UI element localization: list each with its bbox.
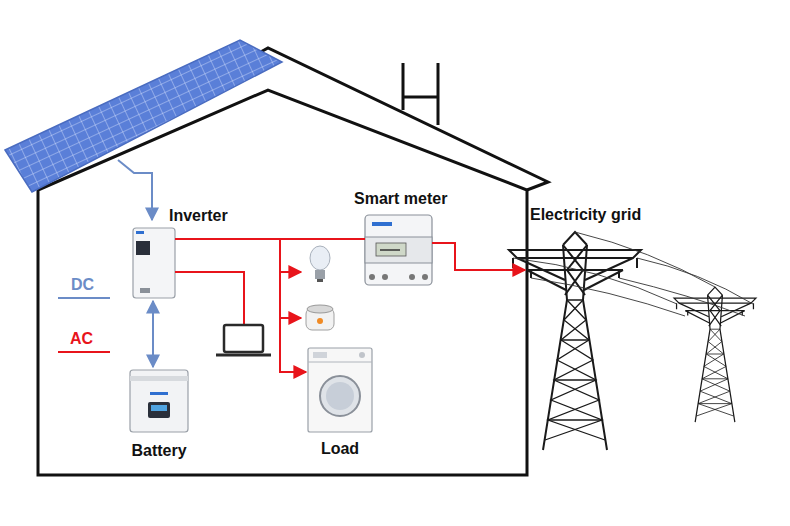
dc-line [118, 160, 152, 220]
connector [152, 301, 154, 367]
node-label: Load [321, 440, 359, 458]
bulb-icon [310, 246, 330, 282]
load-box: Load [308, 348, 372, 432]
inverter-box: Inverter [133, 228, 175, 298]
ac-branch [280, 272, 301, 318]
transmission-towers [509, 232, 756, 450]
inverter-device [133, 228, 175, 298]
legend-line [58, 351, 110, 353]
washing-machine [308, 348, 372, 432]
connector [432, 243, 525, 270]
legend-text: AC [70, 330, 93, 348]
ac-branch [280, 271, 301, 273]
cooker-icon [306, 305, 334, 330]
solar-panel [5, 40, 282, 192]
battery-box: Battery [130, 370, 188, 432]
node-label: Smart meter [354, 190, 447, 208]
node-label: Electricity grid [530, 206, 641, 224]
grid-box: Electricity grid [525, 228, 765, 448]
smart-meter-box: Smart meter [365, 215, 432, 285]
legend-text: DC [71, 276, 94, 294]
node-label: Inverter [169, 207, 228, 225]
connector [175, 239, 306, 372]
smart-meter-device [365, 215, 432, 285]
node-label: Battery [131, 442, 186, 460]
legend-line [58, 297, 110, 299]
laptop-icon [175, 272, 271, 355]
battery-device [130, 370, 188, 432]
